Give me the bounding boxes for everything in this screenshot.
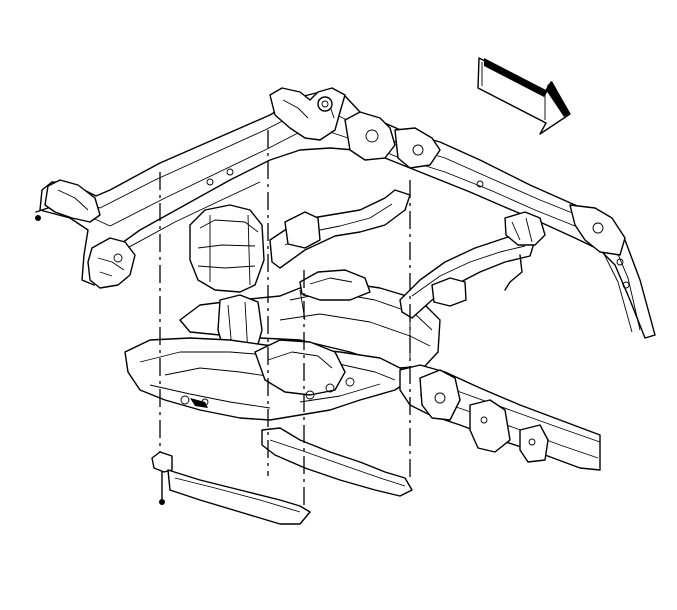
tank-shield-assembly	[124, 189, 441, 421]
exhaust-pipe	[399, 211, 546, 319]
alignment-lines	[159, 130, 411, 505]
lower-frame-rail	[399, 364, 601, 471]
vehicle-frame	[35, 87, 656, 339]
lower-shield-parts	[151, 427, 413, 525]
direction-arrow-icon	[477, 57, 571, 135]
